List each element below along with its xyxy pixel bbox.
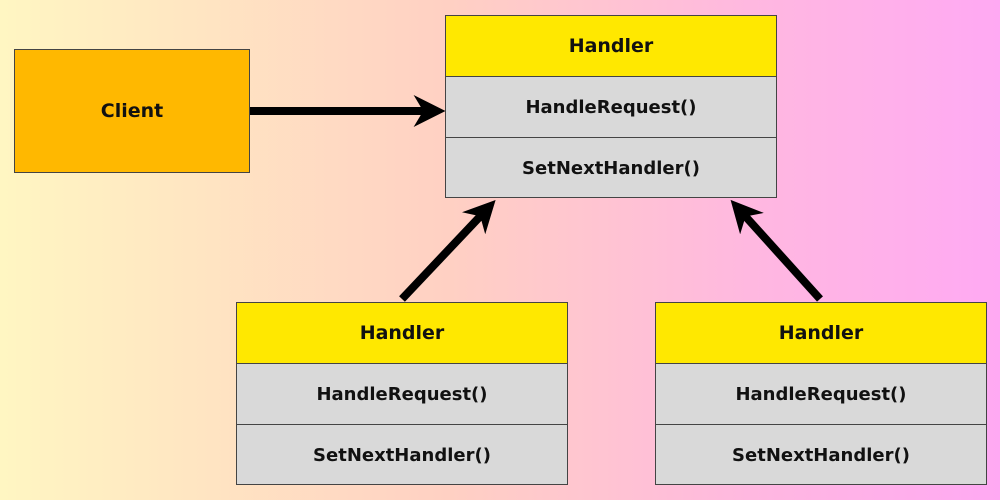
handler-title: Handler [237, 303, 567, 364]
handle-request-method: HandleRequest() [656, 364, 986, 425]
client-box: Client [14, 49, 250, 173]
handler-title: Handler [446, 16, 776, 77]
handler-box-bottom-right: Handler HandleRequest() SetNextHandler() [655, 302, 987, 485]
arrow-left-handler-to-top-handler [399, 200, 496, 302]
set-next-handler-method: SetNextHandler() [313, 445, 491, 466]
set-next-handler-method: SetNextHandler() [732, 445, 910, 466]
set-next-handler-method: SetNextHandler() [522, 158, 700, 179]
handler-box-bottom-left: Handler HandleRequest() SetNextHandler() [236, 302, 568, 485]
handle-request-method: HandleRequest() [446, 77, 776, 138]
handle-request-method: HandleRequest() [237, 364, 567, 425]
client-label: Client [100, 100, 164, 122]
handler-title: Handler [656, 303, 986, 364]
handler-box-top: Handler HandleRequest() SetNextHandler() [445, 15, 777, 198]
arrow-right-handler-to-top-handler [730, 199, 823, 302]
